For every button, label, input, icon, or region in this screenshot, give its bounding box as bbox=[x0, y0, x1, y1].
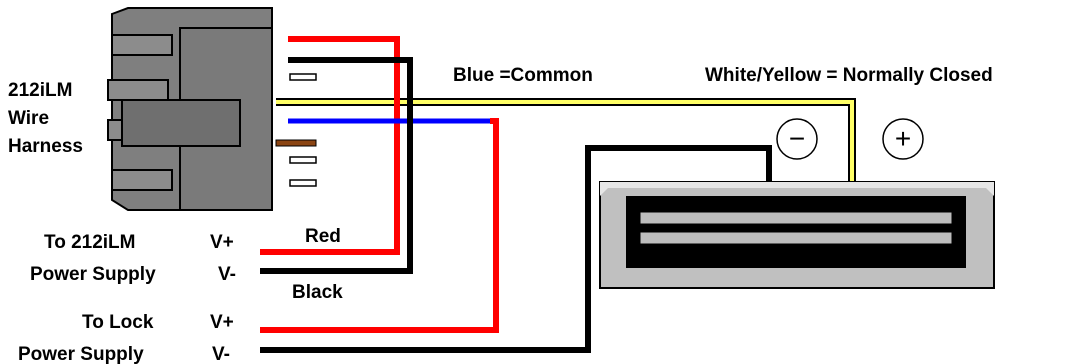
power-212-line2: Power Supply bbox=[30, 264, 156, 285]
power-212-vminus: V- bbox=[218, 264, 236, 285]
white-yellow-wire-label: White/Yellow = Normally Closed bbox=[705, 65, 993, 86]
minus-terminal-label: − bbox=[789, 123, 805, 154]
plus-terminal-circle bbox=[882, 118, 924, 160]
black-wire-label: Black bbox=[292, 282, 343, 303]
power-212-vplus: V+ bbox=[210, 232, 234, 253]
minus-terminal-circle bbox=[776, 118, 818, 160]
red-wire-lock bbox=[260, 118, 499, 333]
black-wire-lock bbox=[260, 145, 772, 353]
power-212-line1: To 212iLM bbox=[44, 232, 136, 253]
red-wire-harness bbox=[260, 36, 400, 255]
yellow-wire-outline bbox=[276, 98, 856, 185]
wire-harness-connector bbox=[107, 7, 317, 211]
yellow-wire bbox=[276, 100, 854, 185]
power-lock-line1: To Lock bbox=[82, 312, 154, 333]
red-wire-label: Red bbox=[305, 226, 341, 247]
harness-title-line3: Harness bbox=[8, 136, 83, 157]
black-wire-harness bbox=[260, 57, 413, 274]
blue-wire-label: Blue =Common bbox=[453, 65, 593, 86]
power-lock-vplus: V+ bbox=[210, 312, 234, 333]
harness-title-line1: 212iLM bbox=[8, 80, 72, 101]
power-lock-vminus: V- bbox=[212, 344, 230, 364]
harness-title-line2: Wire bbox=[8, 108, 49, 129]
magnetic-lock bbox=[599, 181, 995, 289]
plus-terminal-label: + bbox=[895, 123, 911, 154]
power-lock-line2: Power Supply bbox=[18, 344, 144, 364]
